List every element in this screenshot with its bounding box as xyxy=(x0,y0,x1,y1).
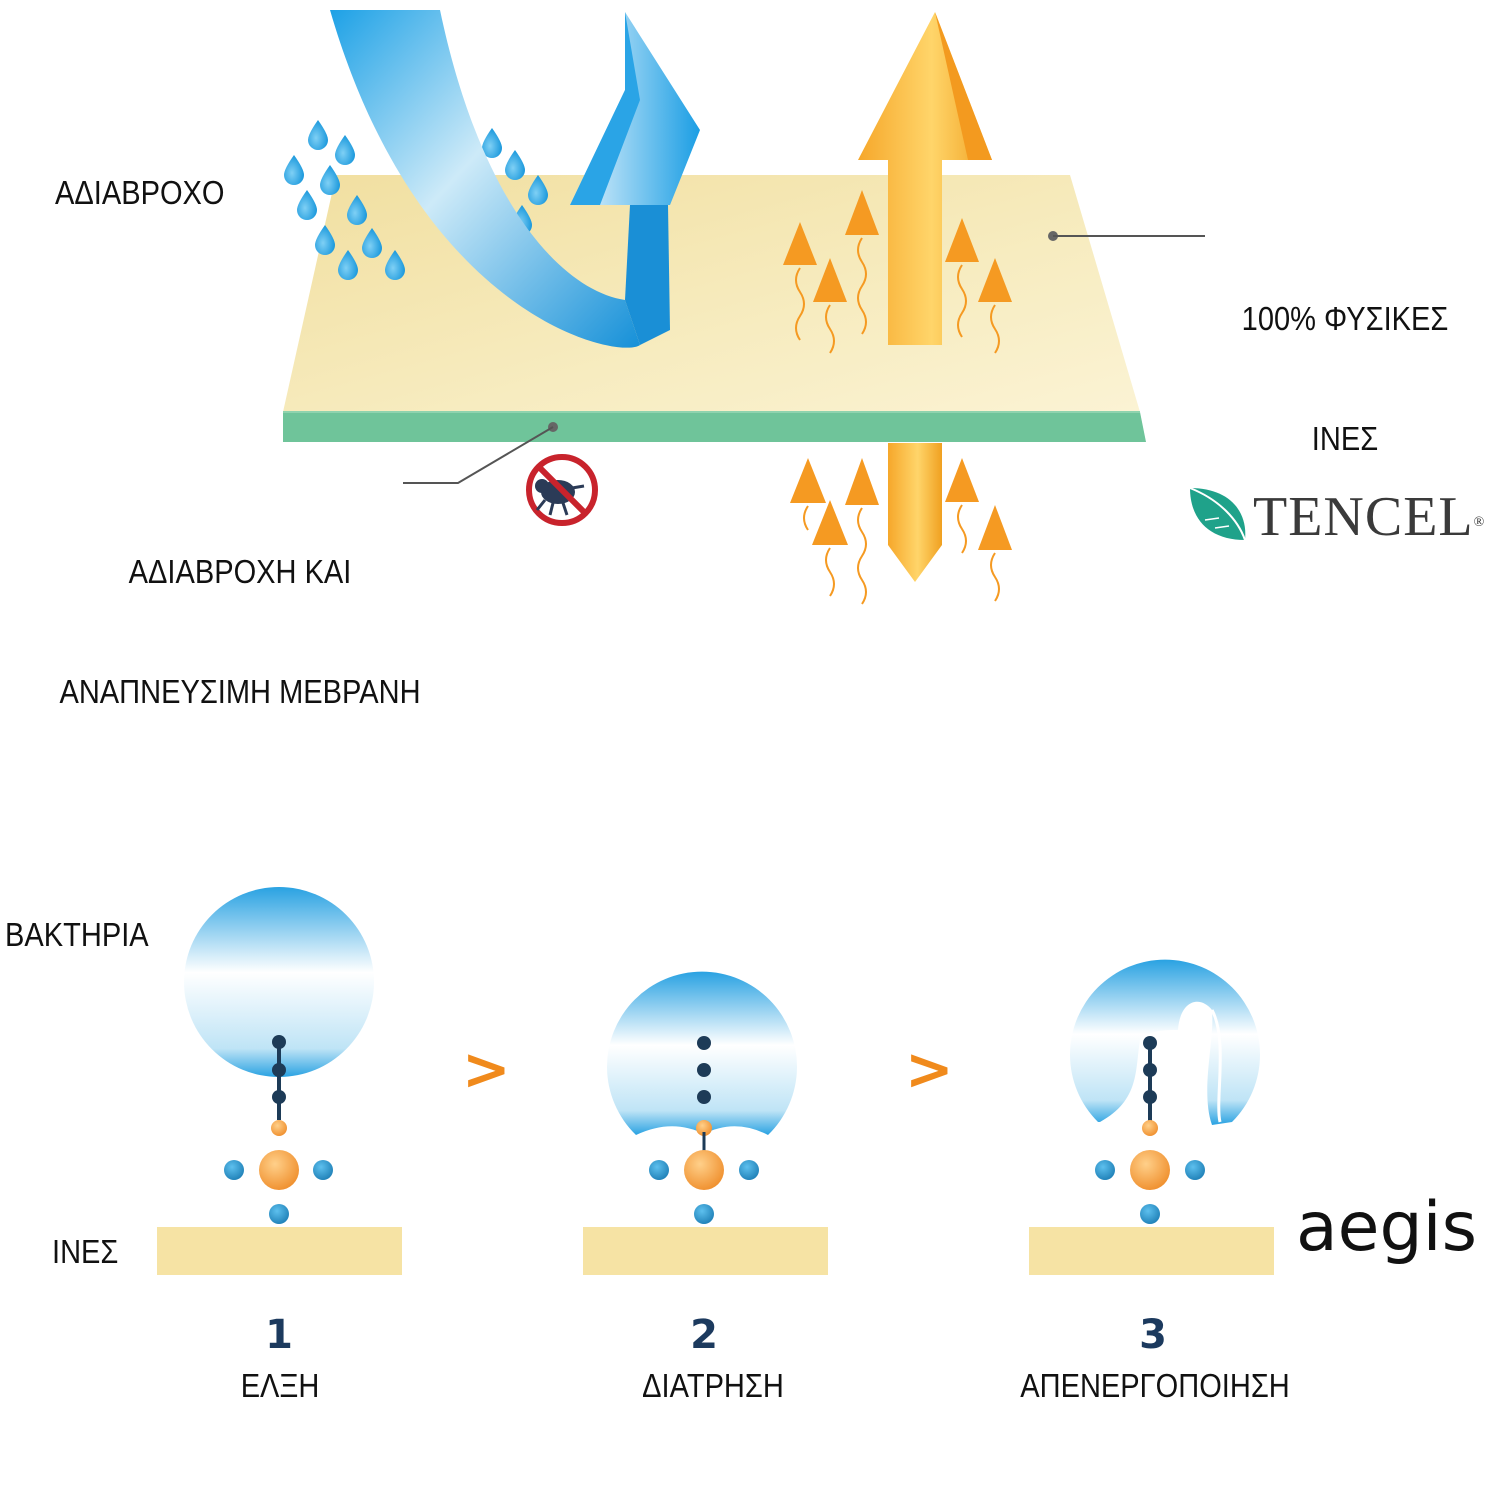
step-2-graphic xyxy=(583,971,828,1275)
aegis-logo: aegis xyxy=(1296,1188,1477,1267)
bacteria-cell xyxy=(184,887,374,1077)
step-separator-1: > xyxy=(462,1035,511,1103)
vapor-small-arrows-upper xyxy=(783,190,1012,354)
step-3-number: 3 xyxy=(1139,1312,1167,1358)
leader-line-fibers xyxy=(1048,231,1205,241)
no-dust-mite-icon xyxy=(526,454,598,526)
step-1-label: ΕΛΞΗ xyxy=(240,1367,320,1404)
fabric-layer xyxy=(283,175,1140,412)
fiber-bar xyxy=(157,1227,402,1275)
step-2-label: ΔΙΑΤΡΗΣΗ xyxy=(642,1367,784,1404)
label-bacteria: ΒΑΚΤΗΡΙΑ xyxy=(5,916,149,953)
step-1-graphic xyxy=(157,887,402,1275)
label-natural-fibers-line1: 100% ΦΥΣΙΚΕΣ xyxy=(1241,300,1449,337)
label-waterproof: ΑΔΙΑΒΡΟΧΟ xyxy=(55,174,225,211)
fiber-bar xyxy=(583,1227,828,1275)
fiber-bar xyxy=(1029,1227,1274,1275)
curved-deflect-arrow-icon xyxy=(330,10,700,348)
registered-mark: ® xyxy=(1473,515,1486,530)
vapor-small-arrows-lower xyxy=(790,458,1012,605)
step-3-label: ΑΠΕΝΕΡΓΟΠΟΙΗΣΗ xyxy=(1020,1367,1290,1404)
vapor-arrow-icon xyxy=(858,12,992,345)
label-membrane-line2: ΑΝΑΠΝΕΥΣΙΜΗ ΜΕΒΡΑΝΗ xyxy=(59,673,421,710)
label-natural-fibers-line2: ΙΝΕΣ xyxy=(1311,420,1379,457)
membrane-layer xyxy=(283,411,1146,442)
tencel-logo: TENCEL® xyxy=(1253,487,1485,547)
step-3-graphic xyxy=(1029,959,1274,1275)
label-natural-fibers: 100% ΦΥΣΙΚΕΣ ΙΝΕΣ xyxy=(1222,219,1468,499)
step-separator-2: > xyxy=(905,1035,954,1103)
tencel-leaf-icon xyxy=(1189,487,1246,541)
vapor-arrow-lower-icon xyxy=(888,443,942,582)
leader-line-membrane xyxy=(403,422,558,484)
label-membrane-line1: ΑΔΙΑΒΡΟΧΗ ΚΑΙ xyxy=(128,553,352,590)
label-membrane: ΑΔΙΑΒΡΟΧΗ ΚΑΙ ΑΝΑΠΝΕΥΣΙΜΗ ΜΕΒΡΑΝΗ xyxy=(38,472,443,752)
tencel-logo-text: TENCEL xyxy=(1253,486,1474,548)
step-2-number: 2 xyxy=(690,1312,718,1358)
step-1-number: 1 xyxy=(265,1312,293,1358)
label-fibers: ΙΝΕΣ xyxy=(52,1233,119,1270)
